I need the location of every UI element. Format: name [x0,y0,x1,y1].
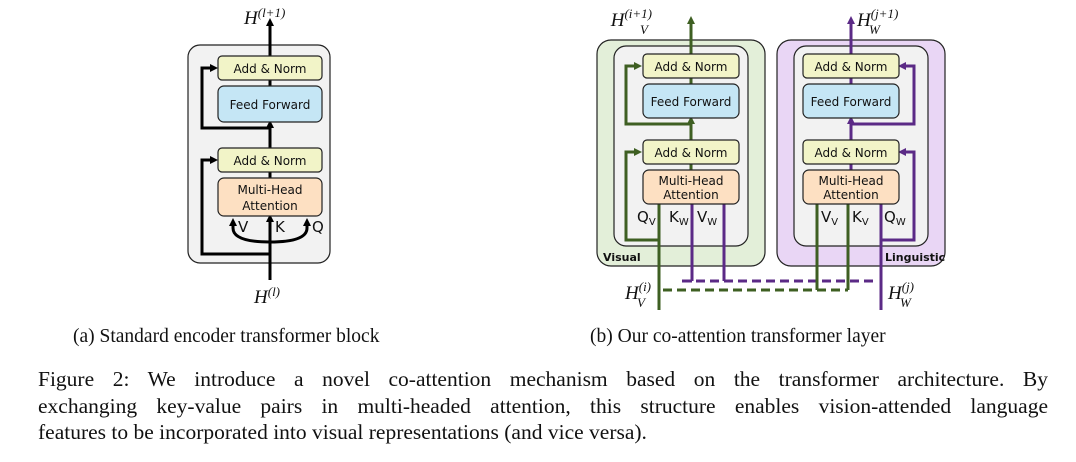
panel-a-mha-label-1: Multi-Head [237,183,302,197]
linguistic-input-label-sub: W [900,295,912,310]
visual-blocks: Add & Norm Feed Forward Add & Norm Multi… [642,53,740,205]
visual-region-label: Visual [603,251,641,264]
panel-a-input-v: V [238,218,249,236]
panel-a-residual-top [200,64,270,130]
panel-a-residual-bottom [200,156,270,256]
visual-output-label-sub: V [640,22,650,37]
linguistic-feed-forward-label: Feed Forward [811,95,892,109]
visual-feed-forward-label: Feed Forward [651,95,732,109]
visual-input-k: KW [669,208,689,228]
linguistic-input-q: QW [884,208,906,228]
visual-add-norm-top [642,53,740,79]
panel-a-qkv-fork [231,222,309,244]
visual-multi-head-attention [642,169,740,205]
linguistic-input-label: H(j) [887,279,914,304]
visual-output-label: H(i+1) [610,6,652,31]
linguistic-region-label: Linguistic [885,251,945,264]
linguistic-blocks: Add & Norm Feed Forward Add & Norm Multi… [802,53,900,205]
panel-a-multi-head-attention [217,177,323,217]
panel-a-caption: (a) Standard encoder transformer block [73,326,380,347]
linguistic-input-v: VV [821,208,838,228]
panel-a-add-norm-top-label: Add & Norm [234,62,307,76]
panel-a-add-norm-bottom [217,147,323,173]
linguistic-output-label: H(j+1) [856,6,898,31]
visual-mha-label-2: Attention [663,188,718,202]
figure-caption-line-2: exchanging key-value pairs in multi-head… [38,393,1048,418]
figure-caption: Figure 2: We introduce a novel co-attent… [38,366,1048,446]
panel-a-input-q: Q [312,218,324,236]
visual-input-label: H(i) [624,279,651,304]
panel-a-mha-label-2: Attention [242,199,297,213]
visual-input-q: QV [637,208,656,228]
linguistic-mha-label-2: Attention [823,188,878,202]
visual-mha-label-1: Multi-Head [658,174,723,188]
linguistic-add-norm-top-label: Add & Norm [815,60,888,74]
panel-a-feed-forward [217,85,323,123]
linguistic-multi-head-attention [802,169,900,205]
linguistic-input-k: KV [852,208,869,228]
linguistic-add-norm-bottom-label: Add & Norm [815,146,888,160]
visual-add-norm-top-label: Add & Norm [655,60,728,74]
linguistic-mha-label-1: Multi-Head [818,174,883,188]
visual-feed-forward [642,83,740,119]
panel-a-add-norm-bottom-label: Add & Norm [234,154,307,168]
visual-input-v: VW [697,208,717,228]
figure-caption-line-1: Figure 2: We introduce a novel co-attent… [38,367,1048,391]
panel-a-feed-forward-label: Feed Forward [230,98,311,112]
panel-a-output-label: H(l+1) [243,5,285,29]
linguistic-feed-forward [802,83,900,119]
figure-caption-line-3: features to be incorporated into visual … [38,420,647,444]
panel-b-caption: (b) Our co-attention transformer layer [590,326,886,347]
panel-a-input-label: H(l) [253,284,280,308]
linguistic-output-label-sub: W [869,22,881,37]
visual-input-label-sub: V [637,295,647,310]
visual-add-norm-bottom-label: Add & Norm [655,146,728,160]
linguistic-add-norm-bottom [802,139,900,165]
visual-add-norm-bottom [642,139,740,165]
panel-a-standard-transformer: Add & Norm Feed Forward Add & Norm Multi… [187,5,331,308]
linguistic-add-norm-top [802,53,900,79]
panel-a-input-k: K [275,218,286,236]
panel-a-add-norm-top [217,55,323,81]
